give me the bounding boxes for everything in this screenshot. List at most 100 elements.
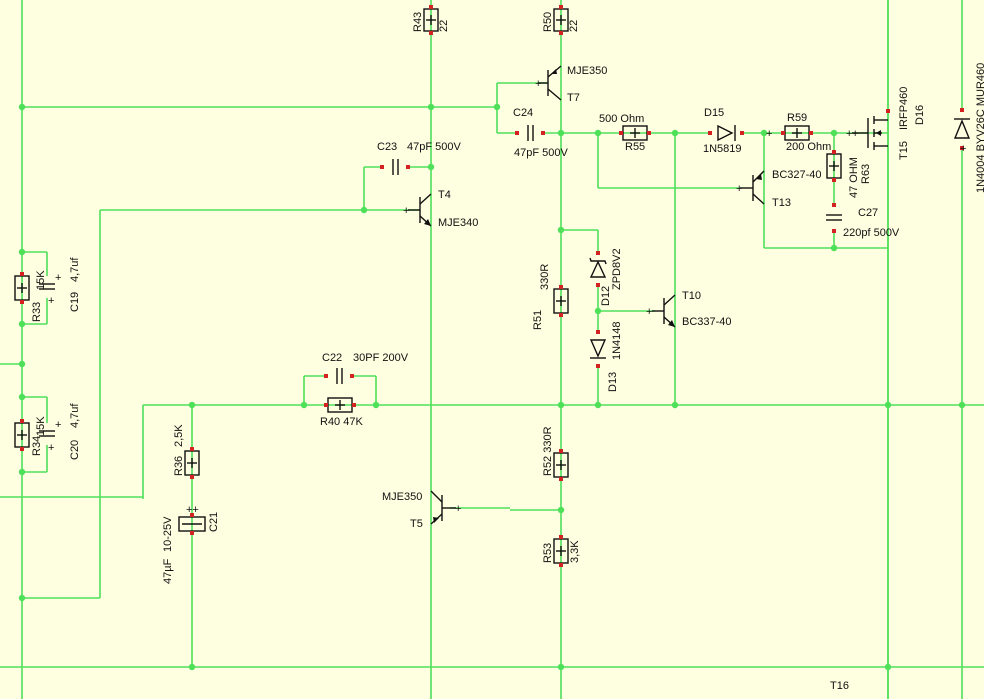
diode-d17[interactable]: [953, 108, 971, 150]
svg-text:+: +: [48, 442, 54, 454]
transistor-t4[interactable]: +: [403, 193, 432, 227]
transistor-t5[interactable]: +: [430, 490, 461, 525]
svg-text:+: +: [960, 143, 966, 155]
capacitor-c21[interactable]: ++: [178, 504, 206, 535]
label-t15: T15: [898, 141, 910, 160]
label-c21-value: 10-25V: [162, 516, 174, 552]
label-c23: C23: [377, 141, 397, 153]
resistor-r51[interactable]: [553, 285, 569, 317]
transistor-t7[interactable]: +: [535, 65, 562, 101]
label-t4: T4: [438, 189, 451, 201]
label-r63-value: 47 OHM: [848, 157, 860, 198]
label-t7-type: MJE350: [567, 65, 607, 77]
resistor-r53[interactable]: [553, 535, 569, 567]
resistor-r43[interactable]: [423, 5, 439, 35]
label-r36-value: 2,5K: [173, 424, 185, 447]
svg-text:+: +: [403, 205, 409, 217]
svg-text:++: ++: [186, 504, 199, 516]
label-c20: C20: [69, 440, 81, 460]
resistor-r55[interactable]: [619, 125, 651, 141]
label-c23-value: 47pF 500V: [407, 141, 461, 153]
label-c22: C22: [322, 352, 342, 364]
capacitor-c20[interactable]: +: [39, 419, 61, 445]
label-r59: R59: [787, 112, 807, 124]
svg-text:+: +: [846, 128, 852, 140]
svg-text:+: +: [736, 183, 742, 195]
junctions: [18, 103, 966, 671]
label-r51: R51: [532, 310, 544, 330]
label-t5-type: MJE350: [382, 491, 422, 503]
label-c19: C19: [69, 292, 81, 312]
capacitor-c27[interactable]: [826, 203, 842, 233]
transistor-t10[interactable]: +: [646, 294, 676, 328]
capacitor-c22[interactable]: [324, 368, 354, 384]
label-r33-value: 15K: [35, 270, 47, 290]
svg-text:+: +: [48, 295, 54, 307]
resistor-r52[interactable]: [553, 449, 569, 481]
label-r55: R55: [625, 141, 645, 153]
svg-text:+: +: [55, 272, 61, 284]
label-c21-cap: 47µF: [162, 558, 174, 584]
capacitor-c24[interactable]: [515, 125, 545, 141]
label-r34: R34: [31, 436, 43, 456]
label-d17-value: 1N4004 BYV26C MUR460: [975, 63, 984, 193]
label-r50: R50: [542, 12, 554, 32]
label-c27-value: 220pf 500V: [843, 227, 900, 239]
capacitor-c19[interactable]: +: [39, 272, 61, 298]
svg-text:+: +: [455, 503, 461, 515]
label-c27: C27: [858, 207, 878, 219]
label-r33: R33: [31, 302, 43, 322]
resistor-r33[interactable]: [14, 272, 30, 304]
label-r55-value: 500 Ohm: [599, 113, 644, 125]
transistor-t13[interactable]: +: [736, 170, 765, 205]
label-r50-value: 22: [568, 20, 580, 32]
resistor-r50[interactable]: [553, 5, 569, 35]
svg-text:+: +: [766, 128, 772, 140]
label-d16: D16: [914, 105, 926, 125]
labels: R43 22 R50 22 MJE350 T7 C24 47pF 500V 50…: [31, 12, 984, 692]
label-d12-value: ZPD8V2: [611, 248, 623, 290]
diode-d13[interactable]: [589, 330, 607, 368]
resistor-r63[interactable]: [826, 150, 842, 182]
mosfet-t15[interactable]: +: [846, 109, 890, 150]
label-irfp460: IRFP460: [898, 87, 910, 130]
label-d12: D12: [600, 286, 612, 306]
label-d15-value: 1N5819: [703, 143, 742, 155]
label-r40: R40 47K: [320, 416, 363, 428]
label-d15: D15: [704, 107, 724, 119]
label-t16: T16: [830, 680, 849, 692]
label-t5: T5: [410, 518, 423, 530]
capacitor-c23[interactable]: [380, 159, 410, 175]
label-r59-value: 200 Ohm: [786, 141, 831, 153]
label-r52: R52 330R: [542, 426, 554, 476]
svg-text:+: +: [535, 78, 541, 90]
svg-text:+: +: [55, 419, 61, 431]
diode-d12[interactable]: [589, 251, 607, 287]
label-r36: R36: [173, 456, 185, 476]
resistor-r59[interactable]: [781, 125, 813, 141]
label-t13-type: BC327-40: [772, 169, 822, 181]
label-c20-value: 4,7uf: [69, 403, 81, 428]
label-c22-value: 30PF 200V: [353, 352, 409, 364]
label-c21: C21: [208, 512, 220, 532]
label-r34-value: 15K: [35, 416, 47, 436]
label-r43-value: 22: [438, 20, 450, 32]
label-t7: T7: [567, 92, 580, 104]
resistor-r40[interactable]: [324, 397, 356, 413]
label-r51-value: 330R: [539, 264, 551, 290]
label-t13: T13: [772, 197, 791, 209]
label-t10: T10: [682, 290, 701, 302]
label-r53-value: 3,3K: [569, 540, 581, 563]
svg-text:+: +: [646, 306, 652, 318]
label-c24: C24: [513, 107, 533, 119]
diode-d15[interactable]: [708, 124, 744, 142]
resistor-r36[interactable]: [184, 447, 200, 479]
label-c24-value: 47pF 500V: [514, 147, 568, 159]
label-r53: R53: [542, 543, 554, 563]
resistor-r34[interactable]: [14, 419, 30, 451]
label-t10-type: BC337-40: [682, 316, 732, 328]
svg-text:+: +: [852, 128, 858, 140]
